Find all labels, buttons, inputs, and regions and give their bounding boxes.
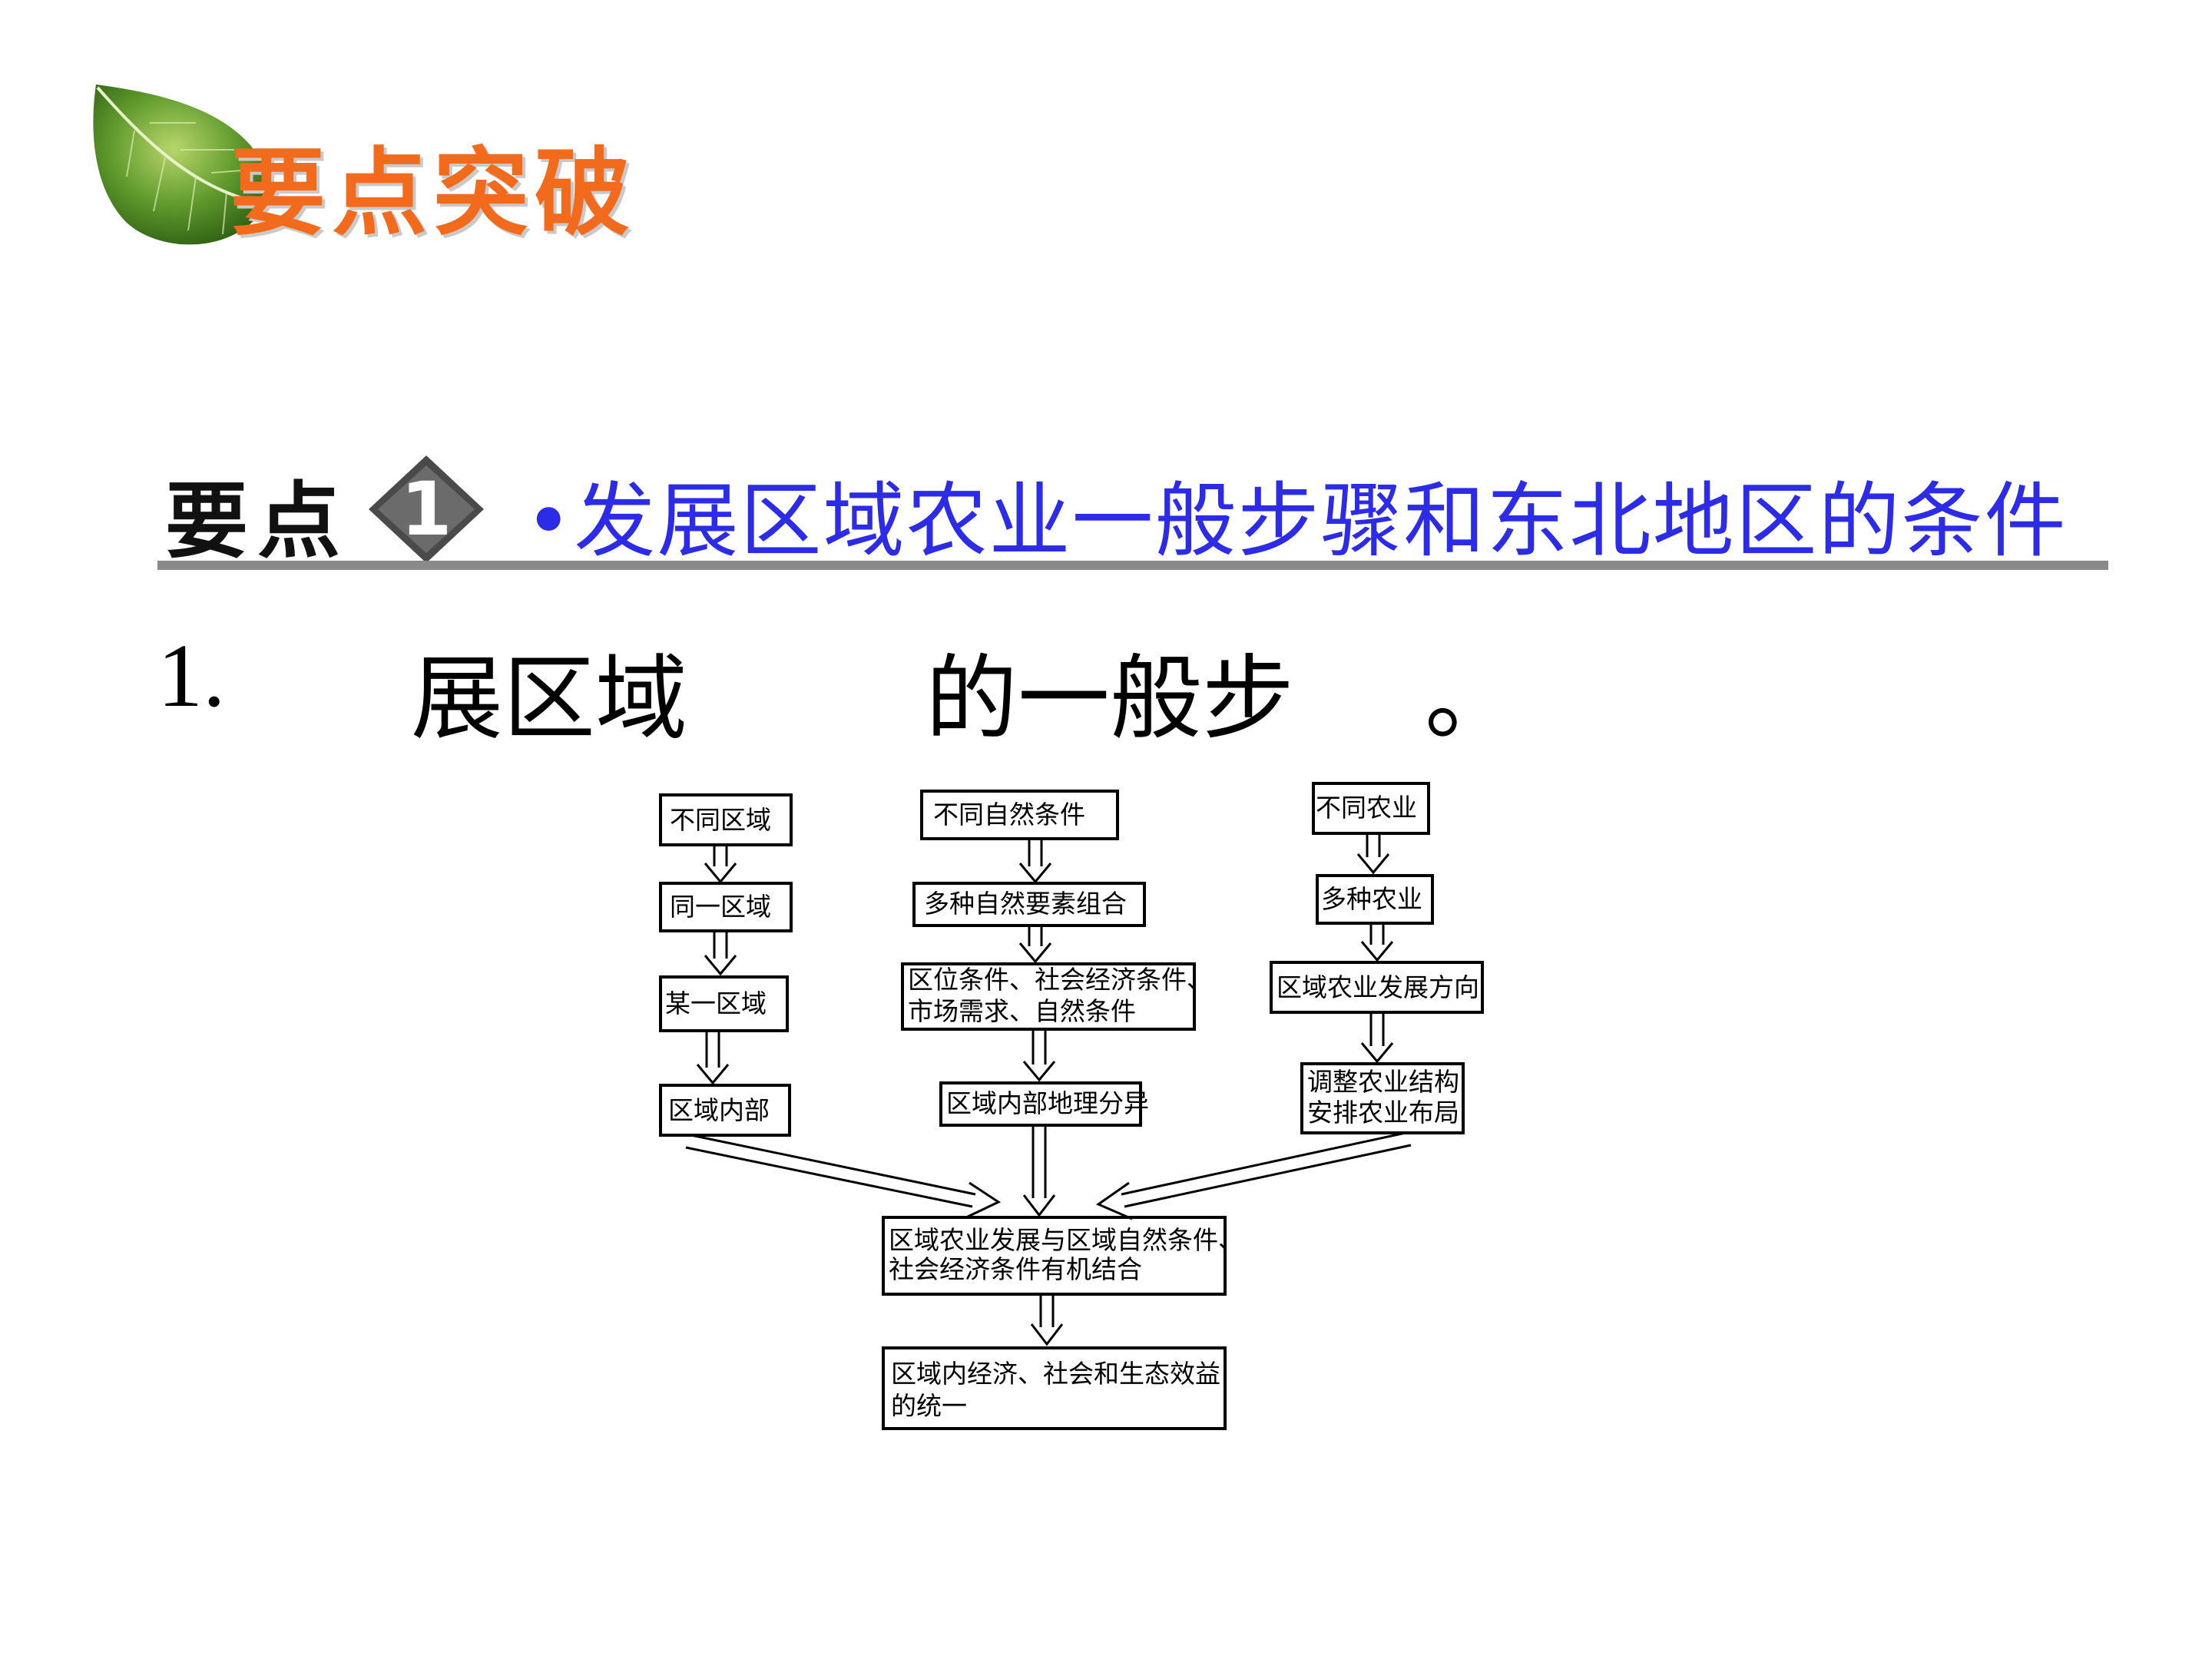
box-col3-3 <box>1270 961 1484 1014</box>
heading-bullet: • <box>525 474 575 568</box>
label-col2-3a: 区位条件、社会经济条件、 <box>908 965 1212 995</box>
box-col1-3 <box>659 975 789 1032</box>
label-col2-4: 区域内部地理分异 <box>946 1088 1149 1118</box>
label-merge-b: 社会经济条件有机结合 <box>889 1254 1142 1284</box>
label-col2-3b: 市场需求、自然条件 <box>908 996 1136 1026</box>
label-col3-4b: 安排农业布局 <box>1307 1098 1459 1128</box>
box-col2-1 <box>920 790 1119 840</box>
box-col3-2 <box>1316 874 1434 925</box>
label-final-b: 的统一 <box>891 1391 967 1421</box>
leaf-icon <box>93 84 273 245</box>
brand-title: 要点突破 <box>230 138 637 249</box>
box-col3-1 <box>1312 782 1430 835</box>
label-col1-1: 不同区域 <box>670 805 771 835</box>
point-number-badge: 1 <box>369 455 484 563</box>
heading-title-text: 发展区域农业一般步骤和东北地区的条件 <box>574 474 2068 568</box>
box-merge <box>882 1216 1227 1296</box>
section-heading: 要点 1 •发展区域农业一般步骤和东北地区的条件 <box>157 452 2108 570</box>
label-col3-1: 不同农业 <box>1316 793 1417 823</box>
label-col1-4: 区域内部 <box>668 1095 770 1125</box>
label-col3-2: 多种农业 <box>1321 884 1422 914</box>
box-col2-2 <box>912 882 1146 927</box>
heading-title: •发展区域农业一般步骤和东北地区的条件 <box>525 455 2068 573</box>
box-col2-3 <box>901 962 1196 1031</box>
label-col1-2: 同一区域 <box>670 892 771 922</box>
label-col3-3: 区域农业发展方向 <box>1277 972 1479 1002</box>
badge-number: 1 <box>401 466 452 552</box>
box-col2-4 <box>939 1081 1142 1127</box>
step-number: 1. <box>157 625 226 726</box>
label-col2-2: 多种自然要素组合 <box>924 889 1127 919</box>
label-col2-1: 不同自然条件 <box>933 800 1085 830</box>
box-col3-4 <box>1300 1062 1465 1134</box>
label-col1-3: 某一区域 <box>665 988 767 1018</box>
point-label: 要点 <box>165 474 350 570</box>
heading-divider <box>157 561 2108 570</box>
box-final <box>882 1346 1227 1430</box>
label-merge-a: 区域农业发展与区域自然条件、 <box>889 1225 1243 1255</box>
label-col3-4a: 调整农业结构 <box>1307 1067 1459 1097</box>
box-col1-4 <box>659 1084 791 1137</box>
label-final-a: 区域内经济、社会和生态效益 <box>891 1359 1220 1389</box>
